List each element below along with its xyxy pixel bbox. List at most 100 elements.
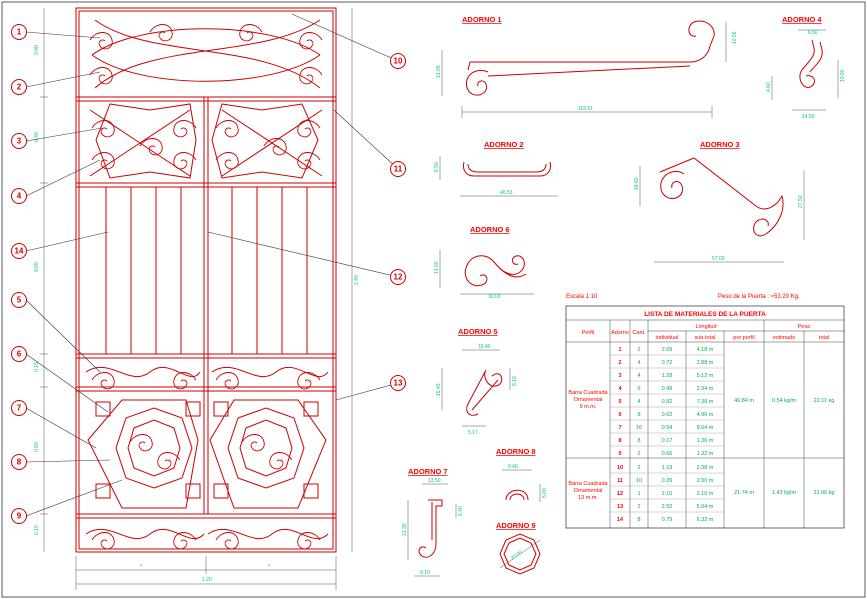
table-cell-adorno: 4 — [618, 386, 622, 392]
table-cell-subtotal: 6.32 m — [697, 517, 714, 523]
svg-text:14.50: 14.50 — [802, 114, 815, 120]
col-subtotal: sub-total — [694, 335, 715, 341]
callout-10: 10 — [394, 57, 403, 66]
col-longitud: Longitud — [695, 324, 716, 330]
door-elevation — [75, 7, 337, 553]
svg-text:0.80: 0.80 — [34, 442, 40, 452]
svg-text:16.40: 16.40 — [478, 344, 491, 350]
table-cell-individual: 0.54 — [662, 425, 673, 431]
table-cell-individual: 2.09 — [662, 347, 673, 353]
col-adorno: Adorno — [611, 330, 629, 336]
svg-text:0.15: 0.15 — [34, 525, 40, 535]
table-cell-adorno: 12 — [617, 491, 623, 497]
svg-text:18.60: 18.60 — [634, 177, 640, 190]
table-cell-subtotal: 2.88 m — [697, 360, 714, 366]
ornament-2-title: ADORNO 2 — [484, 140, 524, 149]
group2-line2: Ornamental — [574, 488, 603, 494]
svg-text:0.15: 0.15 — [34, 362, 40, 372]
callout-14: 14 — [15, 247, 24, 256]
svg-text:10.66: 10.66 — [732, 31, 738, 44]
col-total: total — [819, 335, 829, 341]
svg-text:13.05: 13.05 — [436, 65, 442, 78]
table-cell-adorno: 7 — [618, 425, 621, 431]
group1-line1: Barra Cuadrada — [568, 390, 608, 396]
svg-text:6.50: 6.50 — [808, 30, 818, 36]
col-cant: Cant. — [632, 330, 646, 336]
svg-text:115.51: 115.51 — [578, 106, 593, 112]
ornament-dimension-lines — [407, 22, 839, 577]
callout-11: 11 — [394, 165, 403, 174]
col-estimado: estimado — [773, 335, 795, 341]
table-cell-adorno: 13 — [617, 504, 623, 510]
callout-2: 2 — [17, 83, 22, 92]
svg-text:8.40: 8.40 — [458, 506, 464, 516]
ornament-5-title: ADORNO 5 — [458, 327, 498, 336]
table-cell-adorno: 14 — [617, 517, 624, 523]
svg-text:27.50: 27.50 — [798, 195, 804, 208]
table-cell-cant: 10 — [636, 478, 642, 484]
door-dimension-labels: 0.40 0.40 0.95 0.15 0.80 0.15 2.40 ≈ ≈ 1… — [34, 45, 360, 583]
ornament-8-title: ADORNO 8 — [496, 447, 536, 456]
svg-text:2.40: 2.40 — [354, 275, 360, 285]
table-cell-adorno: 6 — [618, 412, 621, 418]
table-cell-individual: 1.19 — [662, 465, 673, 471]
table-cell-individual: 0.29 — [662, 478, 673, 484]
callout-markers — [11, 24, 406, 524]
table-cell-cant: 6 — [637, 386, 640, 392]
callout-12: 12 — [394, 273, 403, 282]
group1-line3: 9 m.m. — [580, 404, 597, 410]
table-cell-individual: 0.66 — [662, 451, 673, 457]
table-cell-cant: 8 — [637, 438, 640, 444]
table-cell-adorno: 11 — [617, 478, 623, 484]
table-cell-adorno: 1 — [618, 347, 621, 353]
table-cell-cant: 4 — [637, 399, 640, 405]
ornament-titles: ADORNO 1 ADORNO 4 ADORNO 2 ADORNO 3 ADOR… — [408, 15, 822, 530]
ornament-dimension-labels: 115.51 13.05 10.66 6.50 10.90 4.60 14.50… — [402, 30, 846, 576]
callout-13: 13 — [394, 379, 403, 388]
callout-5: 5 — [17, 296, 22, 305]
svg-text:4.60: 4.60 — [766, 82, 772, 92]
group1-length: 40.84 m — [734, 398, 754, 404]
table-cell-subtotal: 4.96 m — [697, 412, 714, 418]
table-cell-cant: 4 — [637, 360, 640, 366]
scale-label: Escala 1:10 — [566, 294, 598, 300]
svg-text:13.50: 13.50 — [428, 478, 441, 484]
table-cell-subtotal: 7.36 m — [697, 399, 714, 405]
table-cell-subtotal: 1.32 m — [697, 451, 714, 457]
door-scrolls — [89, 24, 323, 550]
table-cell-subtotal: 2.38 m — [697, 465, 714, 471]
table-cell-individual: 2.10 — [662, 491, 673, 497]
group2-line3: 13 m.m. — [578, 495, 598, 501]
table-cell-cant: 1 — [637, 491, 640, 497]
table-cell-cant: 2 — [637, 451, 640, 457]
table-cell-subtotal: 2.90 m — [697, 478, 714, 484]
table-cell-subtotal: 8.64 m — [697, 425, 714, 431]
table-cell-individual: 0.17 — [662, 438, 673, 444]
svg-text:57.69: 57.69 — [712, 256, 725, 262]
group2-line1: Barra Cuadrada — [568, 481, 608, 487]
callout-7: 7 — [17, 404, 22, 413]
table-cell-subtotal: 2.10 m — [697, 491, 714, 497]
svg-text:8.50: 8.50 — [434, 162, 440, 172]
table-cell-adorno: 8 — [618, 438, 621, 444]
svg-text:15.45: 15.45 — [436, 383, 442, 396]
ornament-shapes — [418, 20, 823, 575]
ornament-6-title: ADORNO 6 — [470, 225, 510, 234]
svg-text:9.40: 9.40 — [508, 464, 518, 470]
table-title: LISTA DE MATERIALES DE LA PUERTA — [644, 311, 766, 318]
svg-text:30.00: 30.00 — [488, 294, 501, 300]
table-cell-subtotal: 1.36 m — [697, 438, 714, 444]
ornament-3-title: ADORNO 3 — [700, 140, 740, 149]
group1-weight-total: 22.11 kg — [814, 398, 835, 404]
callout-8: 8 — [17, 458, 22, 467]
callout-6: 6 — [17, 350, 22, 359]
svg-text:5.17: 5.17 — [468, 430, 478, 436]
table-cell-individual: 0.82 — [662, 399, 673, 405]
group2-weight-total: 31.06 kg — [813, 490, 834, 496]
table-cell-subtotal: 5.04 m — [697, 504, 714, 510]
table-cell-cant: 2 — [637, 465, 640, 471]
col-peso: Peso — [798, 324, 811, 330]
table-cell-adorno: 3 — [618, 373, 621, 379]
